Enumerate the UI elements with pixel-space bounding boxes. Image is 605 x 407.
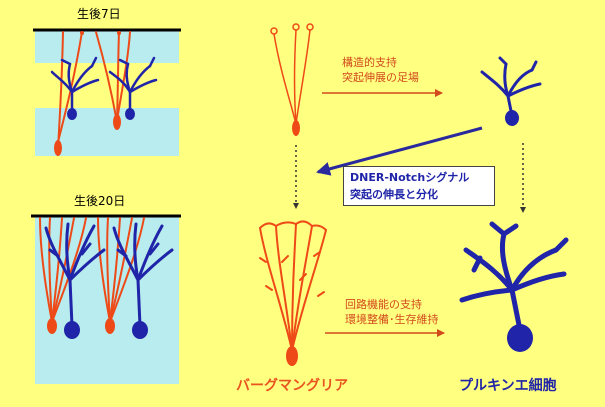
top-note-line1: 構造的支持 bbox=[342, 56, 397, 69]
day7-label: 生後7日 bbox=[77, 7, 121, 21]
day20-panel bbox=[31, 214, 181, 384]
top-note-line2: 突起伸展の足場 bbox=[342, 71, 419, 84]
signal-line2: 突起の伸長と分化 bbox=[350, 188, 438, 201]
day7-glia-somata bbox=[54, 31, 121, 156]
day7-panel bbox=[33, 28, 181, 156]
bottom-note: 回路機能の支持 環境整備･生存維持 bbox=[345, 297, 439, 327]
mature-purkinje-cell bbox=[459, 221, 569, 352]
signal-box: DNER-Notchシグナル 突起の伸長と分化 bbox=[343, 166, 495, 206]
bergmann-glia-label: バーグマングリア bbox=[236, 378, 348, 394]
day7-purkinje-cells bbox=[50, 56, 158, 112]
bottom-note-line1: 回路機能の支持 bbox=[345, 298, 422, 311]
mature-bergmann-glia bbox=[259, 220, 327, 366]
day7-purkinje-somata bbox=[67, 108, 135, 120]
day20-glia-somata bbox=[47, 318, 115, 334]
purkinje-cell-label: プルキンエ細胞 bbox=[459, 378, 557, 394]
top-note: 構造的支持 突起伸展の足場 bbox=[342, 55, 419, 85]
day20-purkinje-cells bbox=[44, 222, 174, 328]
bottom-note-line2: 環境整備･生存維持 bbox=[345, 313, 439, 326]
immature-purkinje-cell bbox=[480, 56, 542, 126]
immature-bergmann-glia bbox=[270, 23, 314, 136]
day20-label: 生後20日 bbox=[74, 194, 126, 208]
day7-bergmann-glia bbox=[57, 31, 131, 149]
dner-notch-arrow bbox=[316, 126, 483, 176]
day7-molecular-layer bbox=[35, 30, 179, 63]
signal-line1: DNER-Notchシグナル bbox=[350, 171, 470, 184]
day20-purkinje-somata bbox=[64, 321, 148, 339]
